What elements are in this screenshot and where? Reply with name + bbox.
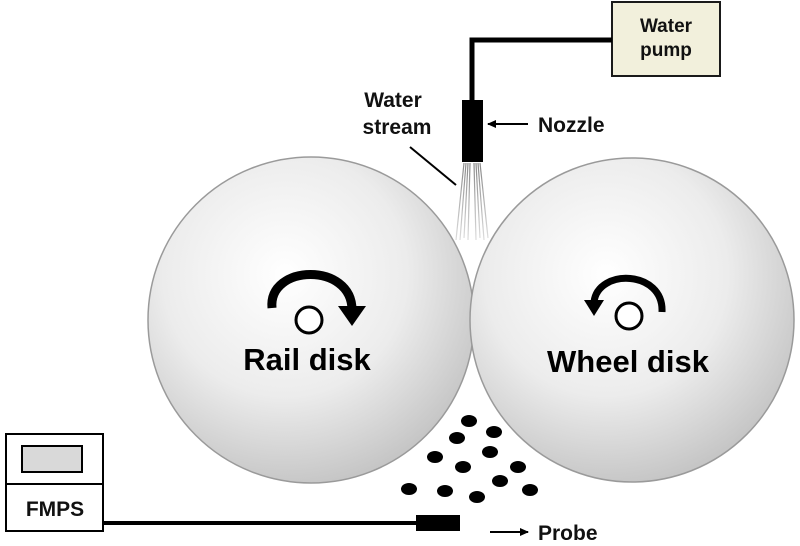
water-stream-label-line1: Water — [364, 89, 422, 112]
particle-dot-icon — [449, 432, 465, 444]
particle-dot-icon — [522, 484, 538, 496]
probe — [416, 515, 460, 531]
water-pump-label-line1: Water — [640, 16, 693, 37]
rail-disk-hub — [294, 305, 324, 335]
particle-dot-icon — [401, 483, 417, 495]
particle-dot-icon — [510, 461, 526, 473]
clockwise-arrow-icon — [267, 270, 366, 326]
water-supply-pipe — [469, 37, 612, 100]
water-pump-label-line2: pump — [640, 40, 692, 61]
rail-disk-label: Rail disk — [243, 342, 371, 377]
particle-dot-icon — [469, 491, 485, 503]
water-pump: Water pump — [611, 1, 721, 77]
fmps-display — [21, 445, 83, 473]
water-stream-pointer — [409, 146, 457, 186]
fmps-label: FMPS — [26, 498, 84, 521]
particle-dot-icon — [492, 475, 508, 487]
particle-dot-icon — [455, 461, 471, 473]
particle-dot-icon — [486, 426, 502, 438]
nozzle — [462, 100, 483, 162]
probe-label: Probe — [538, 522, 598, 545]
rail-disk: Rail disk — [147, 156, 475, 484]
nozzle-label: Nozzle — [538, 114, 605, 137]
particle-cloud — [401, 415, 538, 503]
wheel-disk: Wheel disk — [469, 157, 795, 483]
particle-dot-icon — [427, 451, 443, 463]
water-stream — [455, 162, 489, 241]
particle-dot-icon — [461, 415, 477, 427]
water-stream-label-line2: stream — [363, 116, 432, 139]
wheel-disk-label: Wheel disk — [547, 344, 710, 379]
wheel-disk-hub — [614, 301, 644, 331]
counterclockwise-arrow-icon — [584, 275, 666, 316]
particle-dot-icon — [437, 485, 453, 497]
fmps-instrument: FMPS — [5, 433, 104, 532]
particle-dot-icon — [482, 446, 498, 458]
